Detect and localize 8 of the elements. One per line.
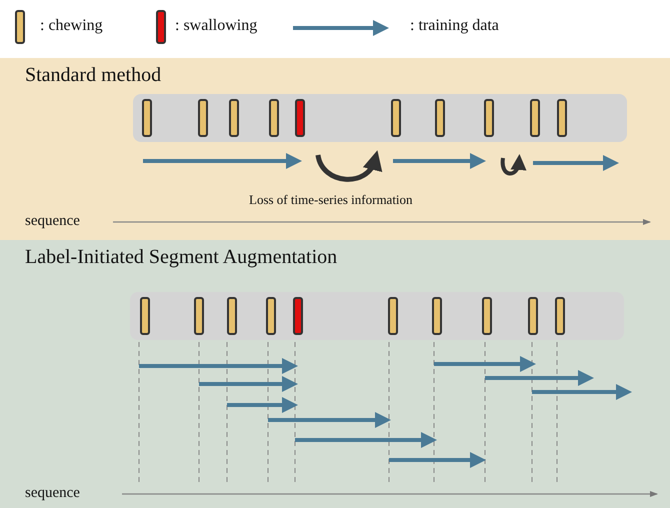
axis-label: sequence [25, 213, 80, 230]
annotation-text: Loss of time-series information [249, 192, 413, 208]
legend-label: : swallowing [175, 17, 258, 35]
axis-label: sequence [25, 485, 80, 502]
legend-label: : chewing [40, 17, 103, 35]
panel-heading: Standard method [25, 64, 162, 87]
legend-label: : training data [410, 17, 499, 35]
panel-heading: Label-Initiated Segment Augmentation [25, 246, 338, 269]
